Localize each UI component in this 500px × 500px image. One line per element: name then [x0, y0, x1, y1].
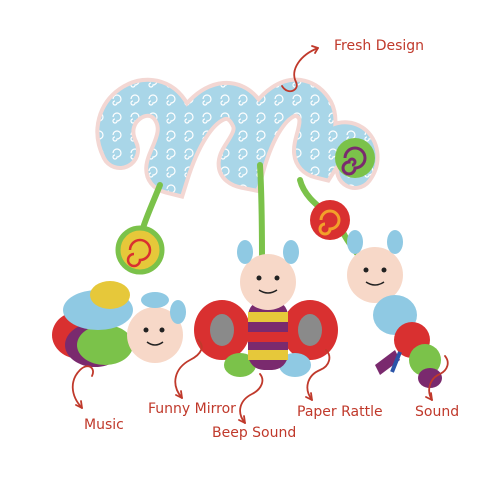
label-sound: Sound [415, 404, 460, 420]
label-beep-sound: Beep Sound [212, 425, 297, 441]
label-paper-rattle: Paper Rattle [297, 404, 383, 420]
caterpillar-icon [347, 230, 442, 388]
arrow-icon [238, 373, 264, 424]
caterpillar-icon [52, 281, 186, 367]
arrow-icon [71, 365, 94, 409]
arrow-icon [305, 349, 331, 401]
arrow-icon [174, 339, 203, 399]
label-music: Music [84, 417, 124, 433]
rattle-ball-icon [335, 138, 375, 178]
butterfly-icon [194, 240, 338, 377]
rattle-ball-icon [115, 225, 165, 275]
rattle-ball-icon [310, 200, 350, 240]
arrow-icon [425, 355, 449, 401]
label-funny-mirror: Funny Mirror [148, 401, 236, 417]
spiral-toy-icon [95, 77, 380, 200]
label-fresh-design: Fresh Design [334, 38, 425, 54]
arrow-icon [281, 45, 319, 93]
